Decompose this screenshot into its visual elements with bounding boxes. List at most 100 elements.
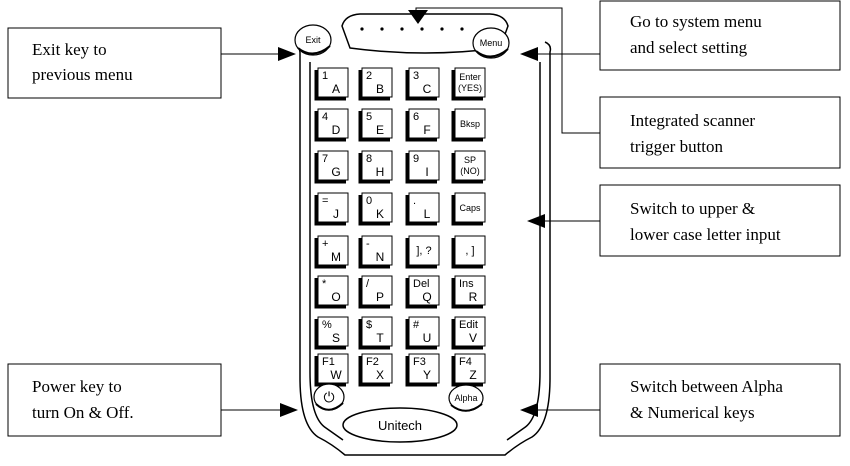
key-top-label: , ] — [465, 245, 474, 257]
device-outline — [299, 41, 552, 456]
key-bottom-label: M — [331, 250, 341, 264]
power-icon: ⏻ — [323, 389, 334, 405]
callout-exit-line-1: Exit key to — [32, 40, 107, 59]
key-f2-x[interactable]: F2X — [358, 353, 393, 387]
key-top-label: Ins — [459, 278, 474, 290]
key-top-label: + — [322, 238, 328, 250]
callout-menu-line-2: and select setting — [630, 38, 748, 57]
key-top-label: Caps — [459, 203, 481, 213]
key-bottom-label: H — [376, 165, 385, 179]
key-bottom-label: F — [423, 123, 430, 137]
callout-exit-line-2: previous menu — [32, 65, 133, 84]
key-bottom-label: D — [332, 123, 341, 137]
key-8-h[interactable]: 8H — [358, 150, 393, 184]
key-top-label: $ — [366, 319, 372, 331]
key-top-label: 4 — [322, 111, 328, 123]
key-sp-no[interactable]: SP(NO) — [451, 150, 486, 184]
brand-label: Unitech — [378, 418, 422, 433]
key-top-label: = — [322, 195, 328, 207]
key-0-k[interactable]: 0K — [358, 192, 393, 226]
key-bottom-label: T — [376, 331, 384, 345]
key-5-e[interactable]: 5E — [358, 108, 393, 142]
exit-key[interactable]: Exit — [294, 24, 332, 56]
callout-scanner-line-1: Integrated scanner — [630, 111, 755, 130]
key-top-label: % — [322, 319, 332, 331]
key-top-label: 2 — [366, 70, 372, 82]
caps-arrowhead — [527, 214, 545, 228]
power-key[interactable]: ⏻ — [313, 383, 345, 411]
key-bksp[interactable]: Bksp — [451, 108, 486, 142]
key-top-label: Edit — [459, 319, 478, 331]
key-bottom-label: R — [469, 290, 478, 304]
key-bottom-label: Y — [423, 368, 431, 382]
key--l[interactable]: .L — [405, 192, 440, 226]
key-bottom-label: U — [423, 331, 432, 345]
key--j[interactable]: =J — [314, 192, 349, 226]
callout-alpha-line-2: & Numerical keys — [630, 403, 755, 422]
key-f3-y[interactable]: F3Y — [405, 353, 440, 387]
key-top-label: F3 — [413, 356, 426, 368]
key-9-i[interactable]: 9I — [405, 150, 440, 184]
key-6-f[interactable]: 6F — [405, 108, 440, 142]
alpha-key[interactable]: Alpha — [448, 384, 484, 412]
key-f4-z[interactable]: F4Z — [451, 353, 486, 387]
key-top-label: / — [366, 278, 370, 290]
menu-key-label: Menu — [480, 38, 503, 48]
key-top-label: F2 — [366, 356, 379, 368]
key-top-label: 1 — [322, 70, 328, 82]
key-top-label: 0 — [366, 195, 372, 207]
alpha-arrowhead — [520, 403, 538, 417]
key--o[interactable]: *O — [314, 275, 349, 309]
key-bottom-label: O — [331, 290, 340, 304]
key--u[interactable]: #U — [405, 316, 440, 350]
key-bottom-label: P — [376, 290, 384, 304]
key--m[interactable]: +M — [314, 235, 349, 269]
key-top-label: Del — [413, 278, 430, 290]
callout-power: Power key to turn On & Off. Power key to… — [7, 363, 222, 437]
callout-power-line-2: turn On & Off. — [32, 403, 134, 422]
key--n[interactable]: -N — [358, 235, 393, 269]
key-bottom-label: X — [376, 368, 384, 382]
key-bottom-label: E — [376, 123, 384, 137]
key-bottom-label: N — [376, 250, 385, 264]
callout-caps-line-1: Switch to upper & — [630, 199, 755, 218]
key-bottom-label: (YES) — [458, 83, 482, 93]
key-4-d[interactable]: 4D — [314, 108, 349, 142]
key-bottom-label: L — [424, 207, 431, 221]
key-bottom-label: Q — [422, 290, 431, 304]
key-caps[interactable]: Caps — [451, 192, 486, 226]
key-[interactable]: ], ? — [405, 235, 440, 269]
key--s[interactable]: %S — [314, 316, 349, 350]
key-bottom-label: W — [330, 368, 342, 382]
key--t[interactable]: $T — [358, 316, 393, 350]
scanner-dots — [360, 27, 464, 31]
key-3-c[interactable]: 3C — [405, 67, 440, 101]
callout-caps: Switch to upper & lower case letter inpu… — [599, 184, 841, 257]
key-bottom-label: V — [469, 331, 477, 345]
key-7-g[interactable]: 7G — [314, 150, 349, 184]
menu-key[interactable]: Menu — [472, 27, 510, 59]
key-top-label: Bksp — [460, 119, 480, 129]
key-bottom-label: C — [423, 82, 432, 96]
keypad-grid: 1A 2B 3C Enter(YES) 4D 5E 6F Bksp 7G 8H 9I SP(NO) =J… — [314, 67, 486, 387]
key-1-a[interactable]: 1A — [314, 67, 349, 101]
key-2-b[interactable]: 2B — [358, 67, 393, 101]
key-top-label: - — [366, 238, 370, 250]
key-top-label: * — [322, 278, 327, 290]
key--p[interactable]: /P — [358, 275, 393, 309]
key-top-label: SP — [464, 155, 476, 165]
key-bottom-label: A — [332, 82, 340, 96]
key-[interactable]: , ] — [451, 235, 486, 269]
key-top-label: . — [413, 195, 416, 207]
menu-arrowhead — [520, 47, 538, 61]
key-f1-w[interactable]: F1W — [314, 353, 349, 387]
key-top-label: Enter — [459, 72, 481, 82]
key-top-label: 7 — [322, 153, 328, 165]
key-enter-yes[interactable]: Enter(YES) — [451, 67, 486, 101]
callout-scanner-line-2: trigger button — [630, 137, 724, 156]
